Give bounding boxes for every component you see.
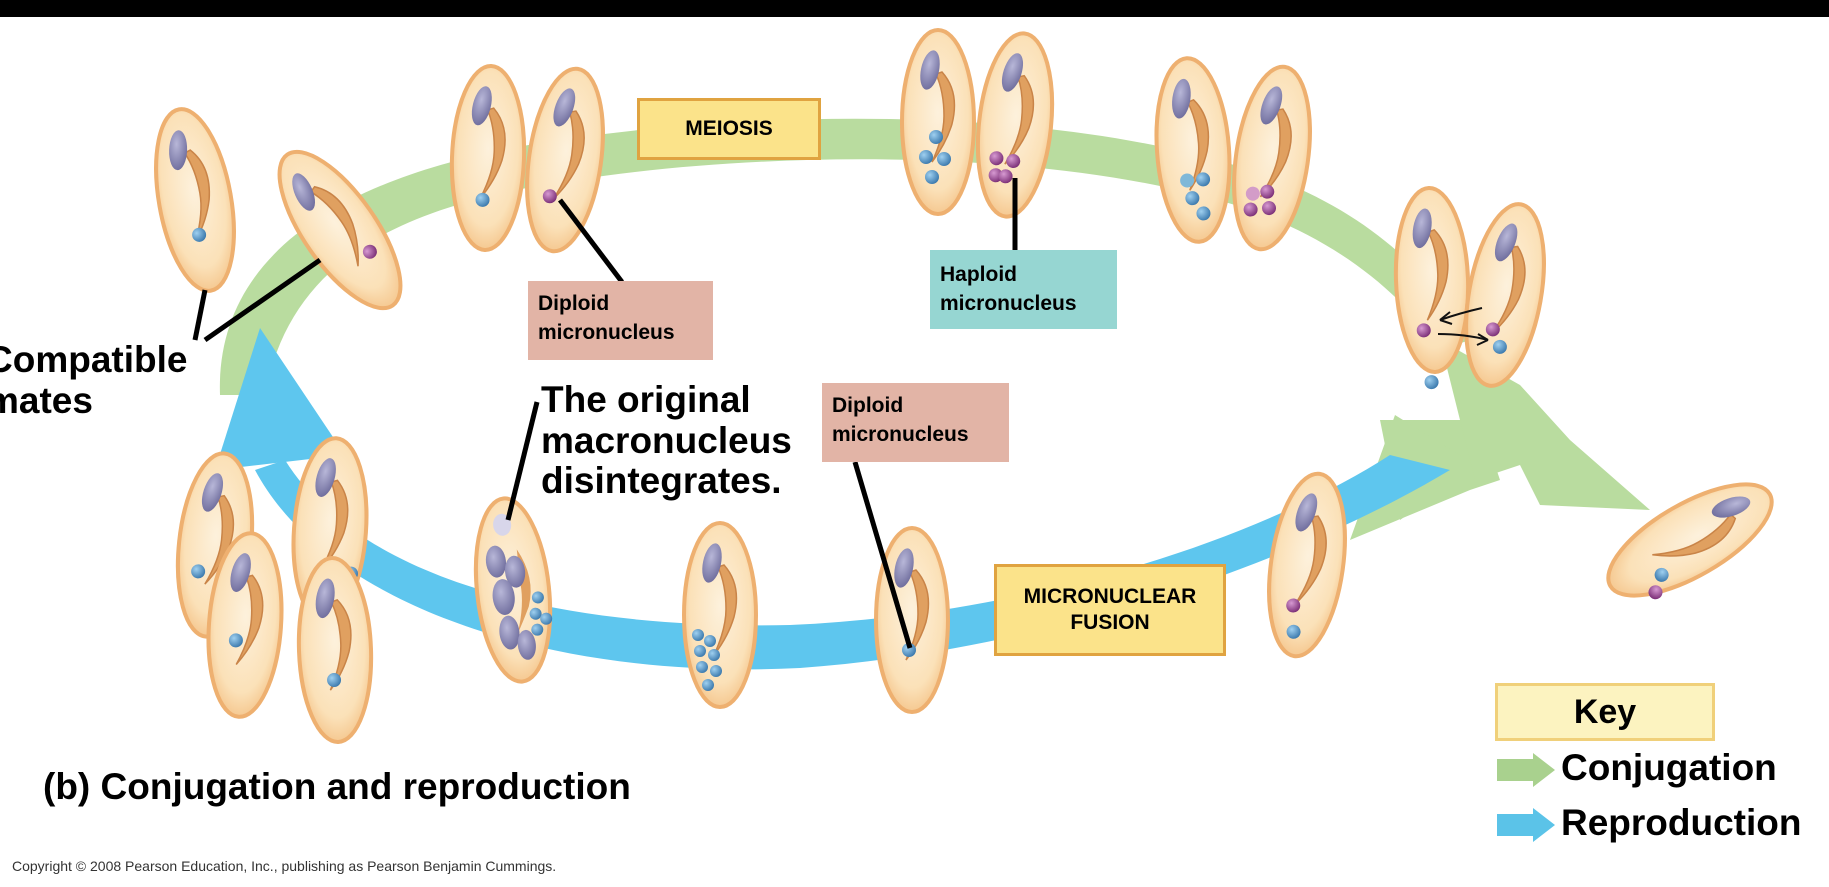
figure-caption: (b) Conjugation and reproduction: [43, 766, 631, 808]
key-label-reproduction: Reproduction: [1561, 802, 1801, 843]
cell: [517, 64, 614, 256]
cell: [449, 65, 527, 251]
cell: [1151, 56, 1236, 245]
haploid-micronucleus-label: Haploid micronucleus: [930, 250, 1117, 329]
key-title: Key: [1495, 683, 1715, 741]
micronuclear-fusion-label: MICRONUCLEAR FUSION: [994, 564, 1226, 656]
cell: [876, 528, 948, 712]
compatible-mates-label: Compatible mates: [0, 340, 216, 421]
cell: [1454, 198, 1557, 392]
conjugation-key-icon: [1497, 753, 1555, 787]
meiosis-label: MEIOSIS: [637, 98, 821, 160]
cell: [296, 557, 374, 743]
diploid-micronucleus-label-bottom: Diploid micronucleus: [822, 383, 1009, 462]
cell: [684, 523, 756, 707]
cell: [144, 103, 247, 297]
diploid-micronucleus-label-top: Diploid micronucleus: [528, 281, 713, 360]
reproduction-key-icon: [1497, 808, 1555, 842]
cell: [1259, 469, 1356, 661]
key-item-conjugation: Conjugation: [1497, 747, 1777, 789]
key-item-reproduction: Reproduction: [1497, 802, 1801, 844]
copyright-notice: Copyright © 2008 Pearson Education, Inc.…: [12, 858, 556, 874]
cell: [902, 30, 974, 214]
original-macronucleus-label: The original macronucleus disintegrates.: [541, 380, 831, 502]
cell: [468, 495, 559, 686]
key-label-conjugation: Conjugation: [1561, 747, 1777, 788]
reproduction-arrow: [215, 328, 1450, 669]
